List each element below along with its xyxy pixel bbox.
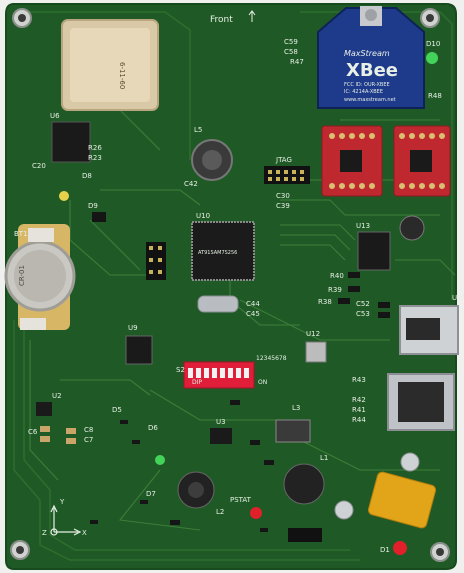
c7-label: C7 — [84, 436, 93, 444]
u10-label: U10 — [196, 212, 210, 220]
smd-caps-left — [40, 426, 76, 444]
r40-label: R40 — [330, 272, 344, 280]
xbee-name: XBee — [346, 60, 398, 81]
bottom-header — [288, 528, 322, 542]
axis-x-label: X — [82, 529, 87, 537]
front-label: Front — [210, 15, 233, 25]
pstat-led — [250, 507, 262, 519]
crystal — [197, 295, 239, 313]
u9-chip — [125, 335, 153, 365]
r38-label: R38 — [318, 298, 332, 306]
battery-label: CR-01 — [18, 265, 26, 286]
bt1-label: BT1 — [14, 230, 28, 238]
r23-label: R23 — [88, 154, 102, 162]
jtag-label: JTAG — [275, 156, 292, 164]
xbee-brand: MaxStream — [344, 49, 390, 58]
xbee-line1: FCC ID: OUR-XBEE — [344, 82, 390, 88]
battery-holder-bt1: CR-01 — [4, 224, 76, 330]
c6-label: C6 — [28, 428, 38, 436]
d6-label: D6 — [148, 424, 158, 432]
l3-label: L3 — [292, 404, 300, 412]
r26-label: R26 — [88, 144, 102, 152]
d10-label: D10 — [426, 40, 440, 48]
c44-label: C44 — [246, 300, 260, 308]
mounting-holes — [10, 8, 450, 562]
r43-label: R43 — [352, 376, 366, 384]
u9-label: U9 — [128, 324, 138, 332]
l1-label: L1 — [320, 454, 328, 462]
u15-label: U15 — [452, 294, 464, 302]
c45-label: C45 — [246, 310, 260, 318]
s2-label: S2 — [176, 366, 185, 374]
r41-label: R41 — [352, 406, 366, 414]
r48-label: R48 — [428, 92, 442, 100]
d8-label: D8 — [82, 172, 92, 180]
on-label: ON — [258, 379, 267, 386]
electrolytic-capacitor — [399, 215, 425, 241]
r47-label: R47 — [290, 58, 304, 66]
l3-inductor — [275, 419, 311, 443]
dip-switch-s2[interactable] — [183, 361, 255, 389]
u6-chip — [51, 121, 91, 163]
d10-led — [426, 52, 438, 64]
u12-chip — [305, 341, 327, 363]
xbee-url: www.maxstream.net — [344, 97, 396, 103]
u6-label: U6 — [50, 112, 60, 120]
l2-label: L2 — [216, 508, 224, 516]
d1-led — [393, 541, 407, 555]
c53-label: C53 — [356, 310, 370, 318]
jtag-header — [264, 166, 310, 184]
sensor-board-right — [393, 125, 451, 197]
d1-label: D1 — [380, 546, 390, 554]
sd-card-slot — [387, 373, 455, 431]
dip-label: DIP — [192, 379, 202, 386]
u3-chip — [210, 428, 232, 444]
d9-diode — [92, 212, 106, 222]
bottom-capacitor — [334, 500, 354, 520]
l1-inductor — [283, 463, 325, 505]
u3-label: U3 — [216, 418, 226, 426]
mcu-text: AT91SAM7S256 — [198, 250, 237, 256]
pstat-label: PSTAT — [230, 496, 252, 504]
u2-chip — [36, 402, 52, 416]
c42-label: C42 — [184, 180, 198, 188]
gps-antenna-module: 6-11-60 — [61, 19, 159, 111]
sensor-board-left — [321, 125, 383, 197]
l5-label: L5 — [194, 126, 202, 134]
dip-numbers: 12345678 — [256, 355, 287, 362]
gps-module-label: 6-11-60 — [118, 62, 126, 89]
pin-header-left — [146, 242, 166, 280]
front-arrow-icon — [248, 10, 256, 22]
c39-label: C39 — [276, 202, 290, 210]
c52-label: C52 — [356, 300, 370, 308]
c30-label: C30 — [276, 192, 290, 200]
axis-marker — [50, 504, 82, 536]
u12-label: U12 — [306, 330, 320, 338]
u13-label: U13 — [356, 222, 370, 230]
c20-label: C20 — [32, 162, 46, 170]
xbee-module: MaxStream XBee FCC ID: OUR-XBEE IC: 4214… — [317, 6, 425, 109]
d9-label: D9 — [88, 202, 98, 210]
d6-led — [155, 455, 165, 465]
smd-resistors — [338, 272, 390, 318]
r44-label: R44 — [352, 416, 366, 424]
c59-label: C59 — [284, 38, 298, 46]
c58-label: C58 — [284, 48, 298, 56]
r42-label: R42 — [352, 396, 366, 404]
d7-label: D7 — [146, 490, 156, 498]
u2-label: U2 — [52, 392, 62, 400]
xbee-line2: IC: 4214A-XBEE — [344, 89, 383, 95]
r39-label: R39 — [328, 286, 342, 294]
d8-led — [59, 191, 69, 201]
u13-chip — [357, 231, 391, 271]
smd-parts-misc — [90, 400, 274, 532]
d5-label: D5 — [112, 406, 122, 414]
c8-label: C8 — [84, 426, 93, 434]
axis-z-label: Z — [42, 529, 47, 537]
axis-y-label: Y — [59, 498, 65, 506]
right-capacitor — [400, 452, 420, 472]
tantalum-capacitor — [367, 471, 437, 529]
mcu-u10: AT91SAM7S256 — [191, 221, 255, 281]
